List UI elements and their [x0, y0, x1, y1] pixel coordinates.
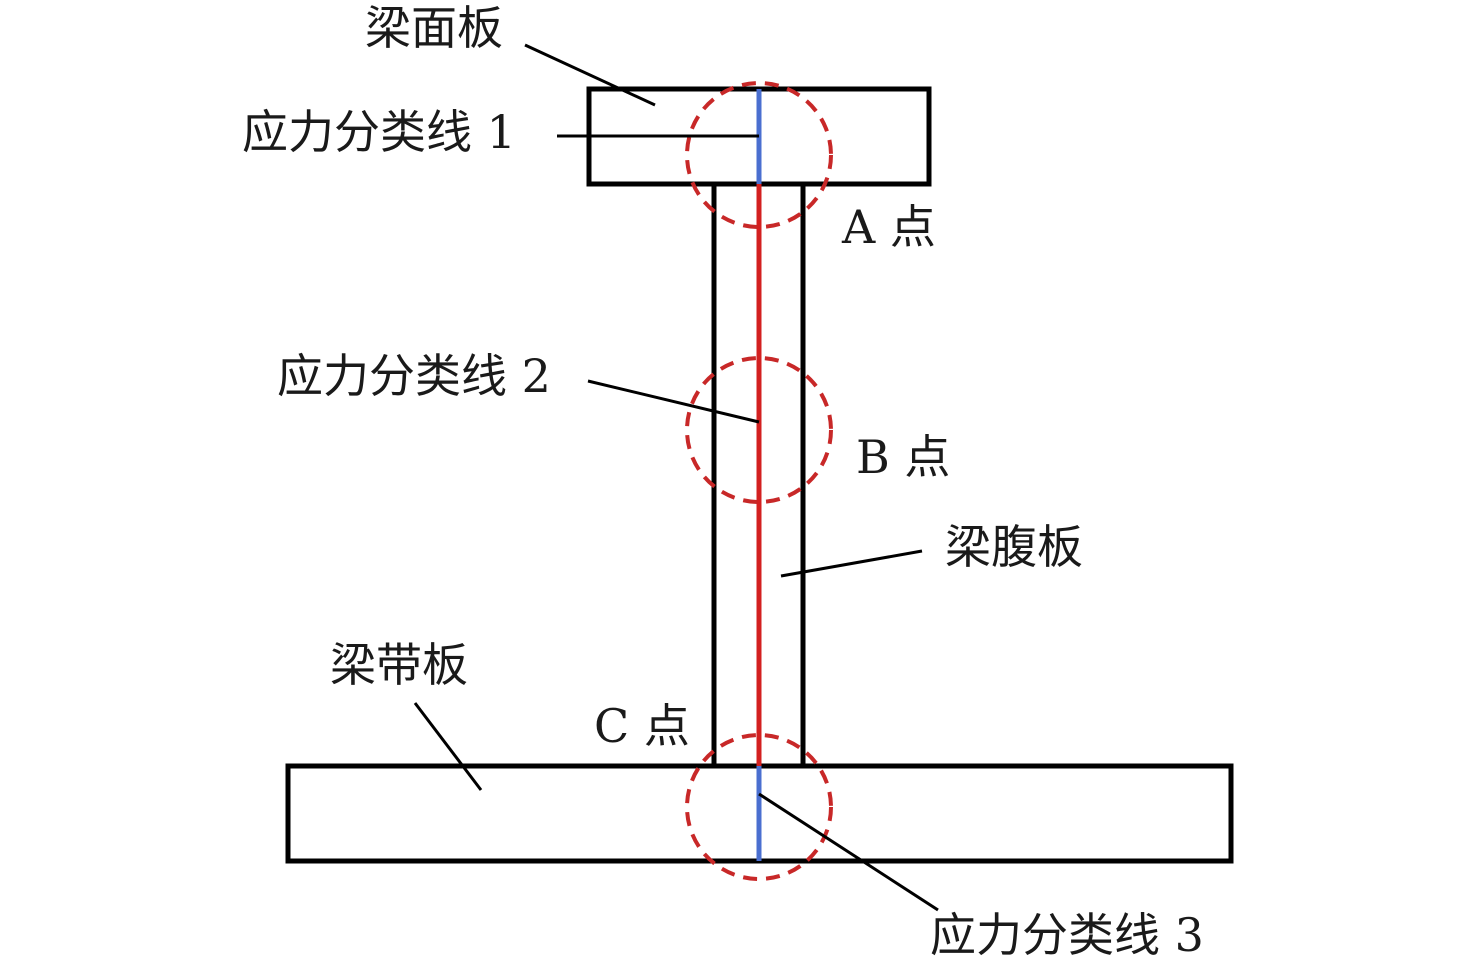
label-stress-line-1: 应力分类线 1 — [242, 105, 516, 159]
leader-stress-line-3 — [758, 792, 939, 912]
label-point-a: A 点 — [841, 200, 936, 254]
label-point-c: C 点 — [594, 699, 690, 753]
label-bottom-flange: 梁带板 — [330, 638, 468, 692]
label-stress-line-2: 应力分类线 2 — [277, 349, 551, 403]
label-point-b: B 点 — [856, 430, 950, 484]
circle-point-a — [685, 81, 833, 229]
label-web: 梁腹板 — [945, 520, 1083, 574]
leader-bottom-flange — [413, 702, 483, 791]
leader-web — [780, 549, 923, 578]
leader-top-flange — [524, 43, 656, 107]
label-top-flange: 梁面板 — [365, 1, 503, 55]
label-stress-line-3: 应力分类线 3 — [930, 908, 1204, 962]
circle-point-b — [685, 356, 833, 504]
leader-stress-line-2 — [587, 379, 760, 424]
circle-point-c — [685, 733, 833, 881]
